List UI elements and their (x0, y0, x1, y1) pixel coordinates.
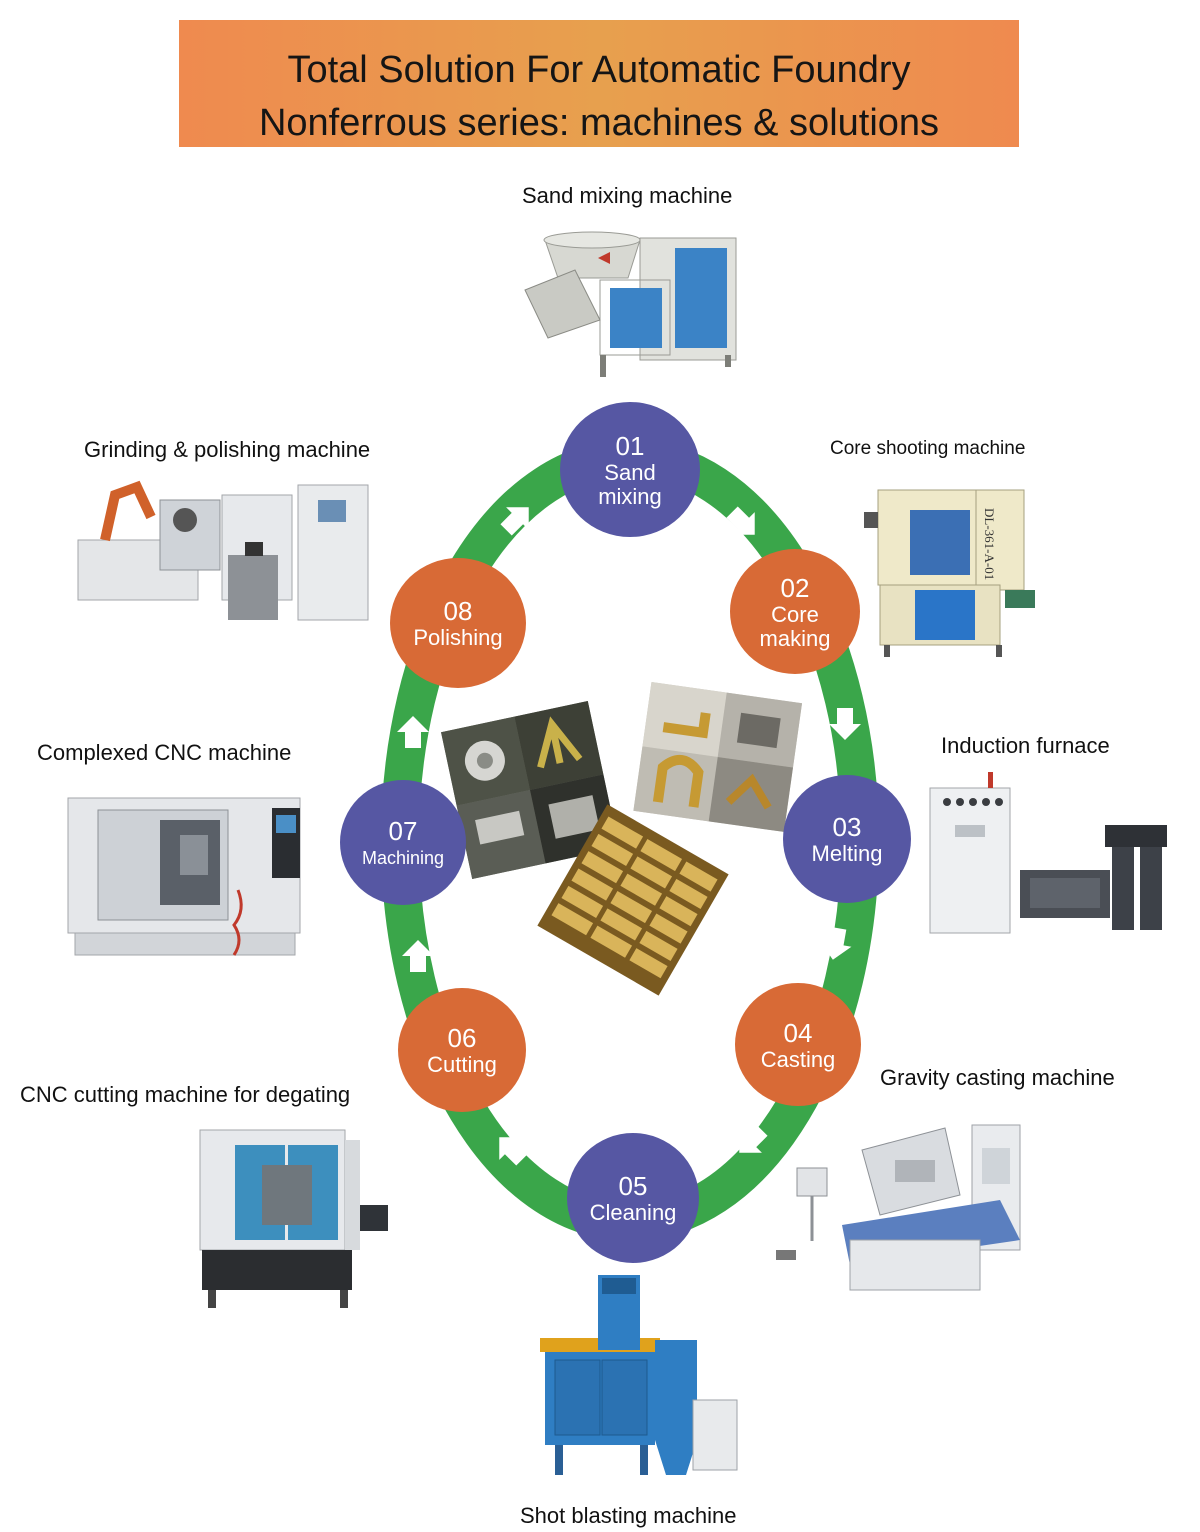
center-product-photos (441, 682, 803, 996)
step-01-sand-mixing: 01 Sand mixing (560, 402, 700, 537)
step-number: 07 (388, 815, 418, 846)
label-sand-mixing-machine: Sand mixing machine (522, 183, 733, 208)
header-title: Total Solution For Automatic Foundry (287, 49, 911, 91)
step-05-cleaning: 05 Cleaning (567, 1133, 699, 1263)
arrow-icon (739, 1124, 768, 1153)
induction-furnace-illustration (929, 772, 1167, 934)
arrow-icon (397, 716, 429, 748)
arrow-icon (402, 940, 434, 972)
core-shooting-plate-text: DL-361-A-01 (982, 508, 997, 580)
header-subtitle: Nonferrous series: machines & solutions (258, 102, 940, 144)
step-label-line2: mixing (598, 483, 662, 509)
label-gravity-casting-machine: Gravity casting machine (880, 1065, 1115, 1090)
arrow-icon (726, 506, 755, 535)
label-induction-furnace: Induction furnace (941, 733, 1110, 758)
step-04-casting: 04 Casting (735, 983, 861, 1106)
shot-blasting-machine-illustration (540, 1275, 738, 1475)
step-number: 02 (780, 572, 810, 603)
brass-ingots-photo (537, 804, 729, 996)
gravity-casting-machine-illustration (776, 1124, 1021, 1291)
label-complexed-cnc-machine: Complexed CNC machine (37, 740, 292, 765)
cnc-cutting-machine-illustration (199, 1129, 388, 1308)
arrow-icon (829, 708, 861, 740)
step-label: Cutting (427, 1052, 497, 1077)
step-label: Casting (760, 1046, 836, 1072)
brass-fittings-photo (633, 682, 803, 832)
step-label: Cleaning (589, 1200, 677, 1225)
step-number: 03 (832, 812, 862, 842)
flow-arrows (397, 506, 861, 1166)
step-label: Polishing (413, 625, 503, 650)
step-06-cutting: 06 Cutting (398, 988, 526, 1112)
step-label: Melting (811, 841, 883, 866)
step-number: 04 (783, 1017, 813, 1048)
header-banner: Total Solution For Automatic Foundry Non… (179, 20, 1019, 147)
step-number: 05 (618, 1171, 648, 1201)
complexed-cnc-machine-illustration (67, 797, 301, 956)
step-number: 08 (443, 596, 473, 626)
step-label-line1: Core (771, 601, 819, 627)
step-label-line1: Sand (604, 459, 656, 485)
step-number: 01 (615, 430, 645, 461)
step-02-core-making: 02 Core making (730, 549, 860, 674)
step-number: 06 (447, 1023, 477, 1053)
step-label: Machining (361, 847, 445, 868)
step-07-machining: 07 Machining (340, 780, 466, 905)
label-cnc-cutting-machine: CNC cutting machine for degating (20, 1082, 351, 1107)
sand-mixing-machine-illustration (524, 231, 737, 377)
core-shooting-machine-illustration: DL-361-A-01 (864, 489, 1035, 657)
grinding-polishing-machine-illustration (77, 480, 369, 621)
label-grinding-polishing-machine: Grinding & polishing machine (84, 437, 371, 462)
label-core-shooting-machine: Core shooting machine (830, 438, 1026, 459)
step-label-line2: making (759, 625, 831, 651)
step-08-polishing: 08 Polishing (390, 558, 526, 688)
arrow-icon (819, 926, 852, 960)
step-03-melting: 03 Melting (783, 775, 911, 903)
arrow-icon (500, 507, 529, 536)
label-shot-blasting-machine: Shot blasting machine (520, 1503, 737, 1528)
arrow-icon (499, 1137, 528, 1166)
